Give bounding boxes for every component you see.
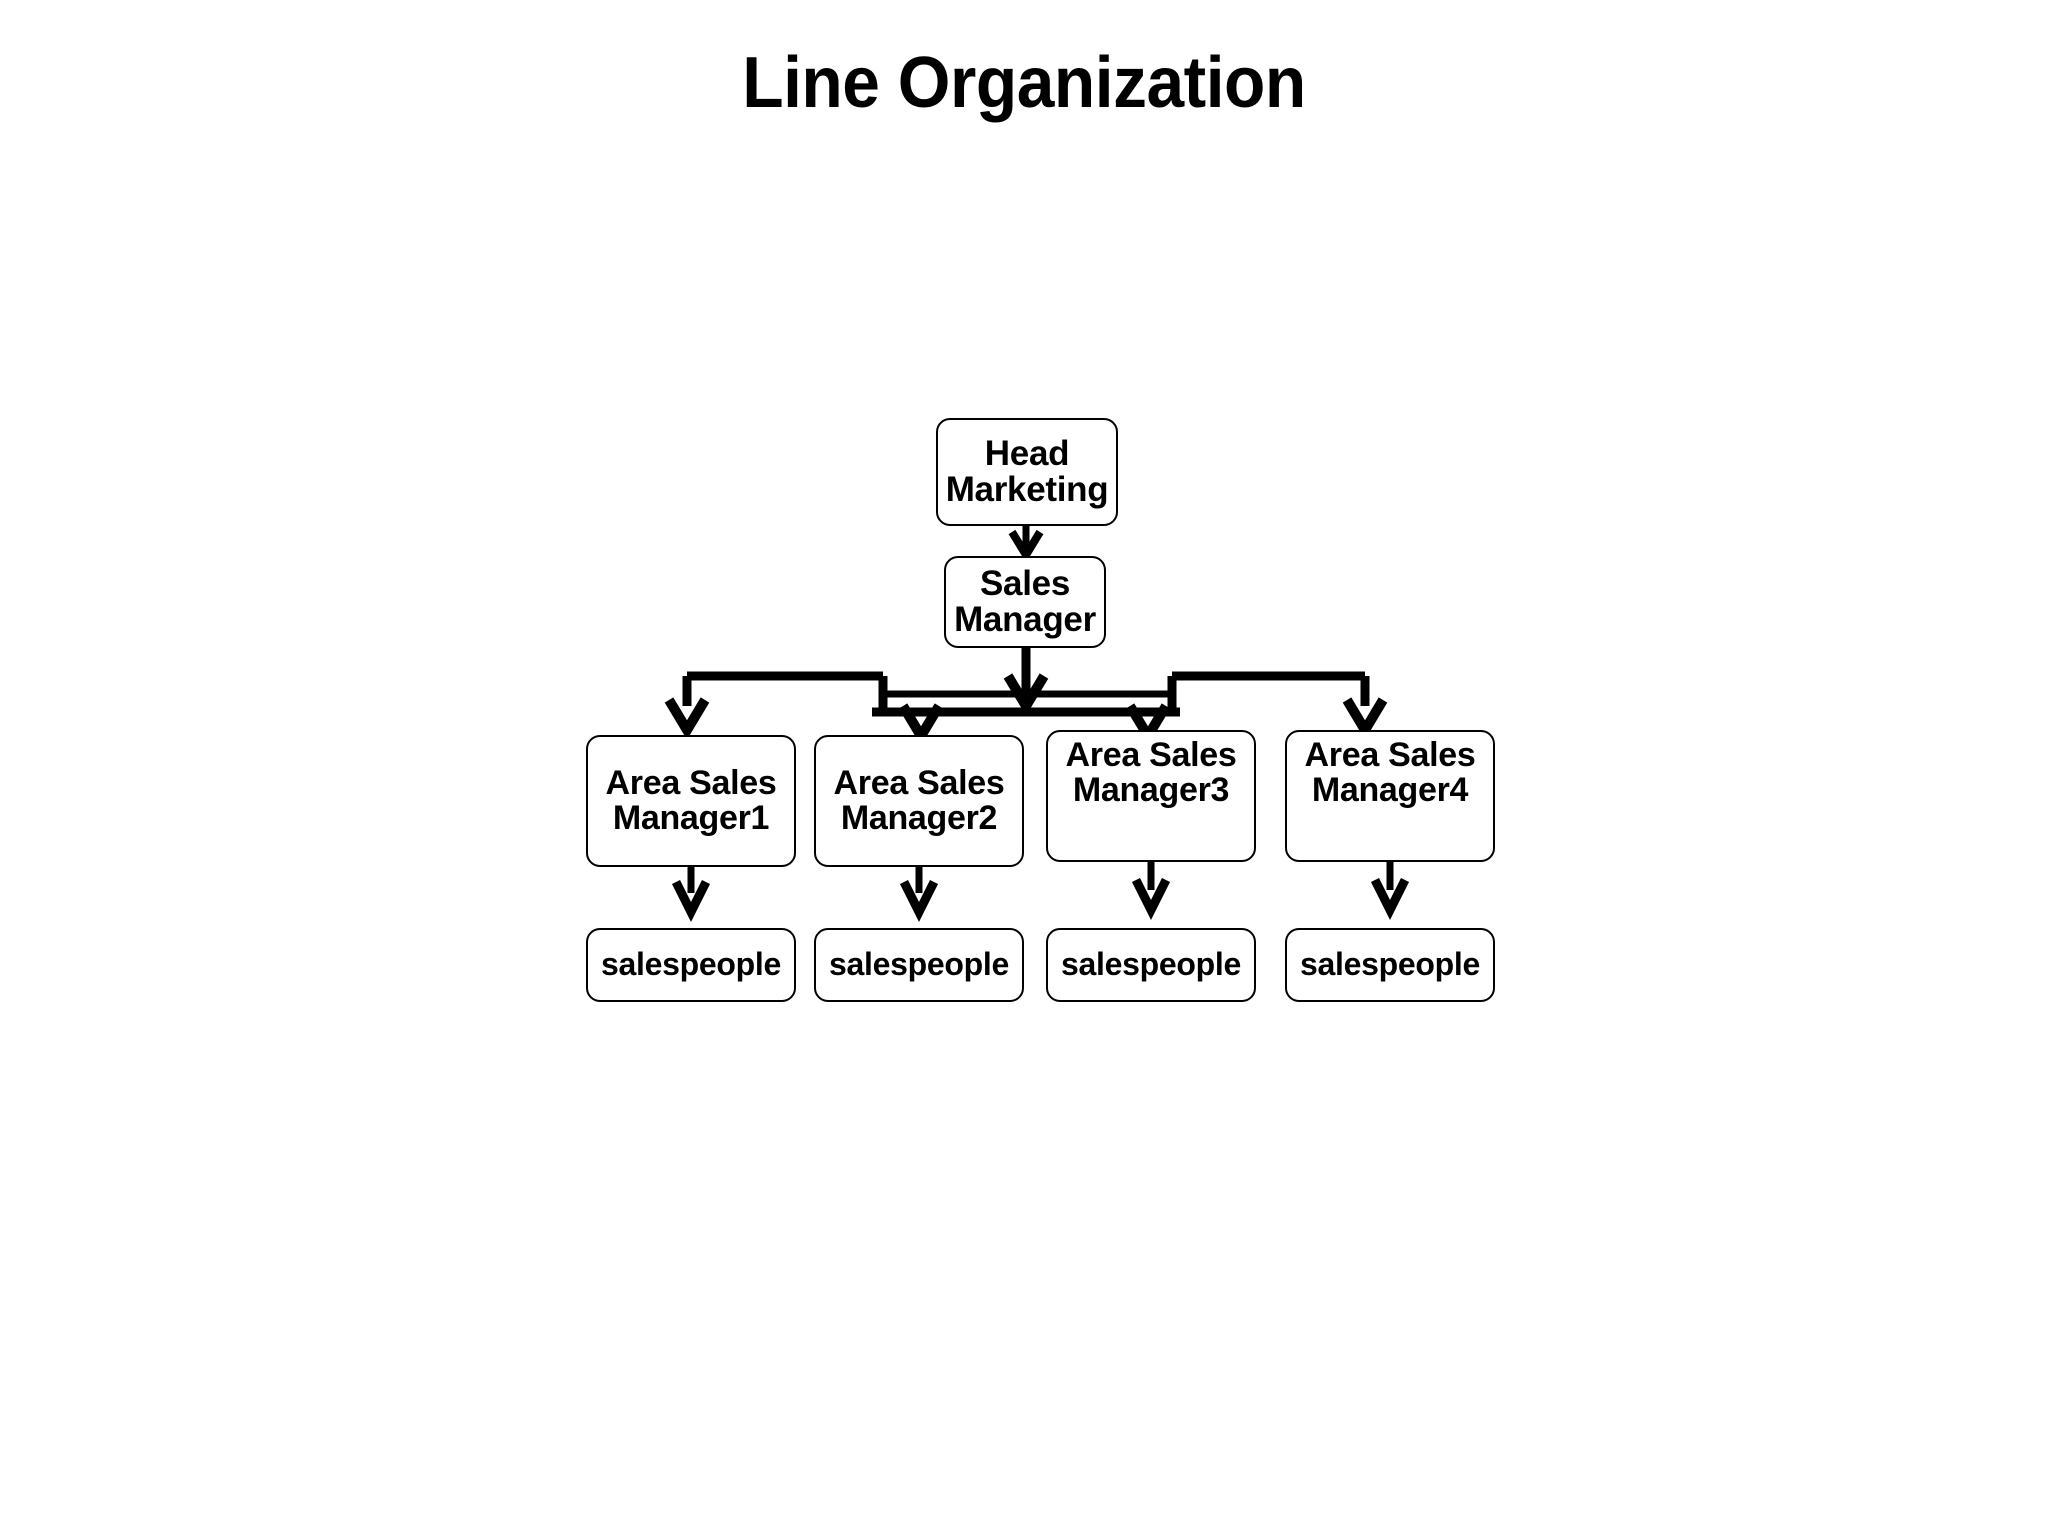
- node-area-sales-manager-2-line1: Area Sales: [833, 763, 1005, 802]
- edge-sales-stem: [1003, 648, 1049, 716]
- page-title: Line Organization: [742, 43, 1306, 123]
- edge-outer-bracket-right: [1167, 671, 1388, 740]
- node-salespeople-3-label: salespeople: [1061, 946, 1241, 983]
- node-salespeople-2-label: salespeople: [829, 946, 1009, 983]
- edge-asm4-to-sp4: [1370, 862, 1410, 921]
- node-area-sales-manager-4[interactable]: Area Sales Manager4: [1285, 730, 1495, 862]
- node-salespeople-4[interactable]: salespeople: [1285, 928, 1495, 1002]
- node-area-sales-manager-4-line2: Manager4: [1311, 771, 1469, 810]
- node-area-sales-manager-1-line2: Manager1: [612, 799, 770, 837]
- node-area-sales-manager-2-line2: Manager2: [840, 799, 998, 837]
- edge-asm1-to-sp1: [671, 867, 711, 923]
- node-area-sales-manager-3-line1: Area Sales: [1065, 736, 1237, 774]
- node-head-marketing-line1: Head: [984, 433, 1070, 473]
- node-salespeople-4-label: salespeople: [1300, 946, 1480, 983]
- node-area-sales-manager-1[interactable]: Area Sales Manager1: [586, 735, 796, 867]
- node-salespeople-3[interactable]: salespeople: [1046, 928, 1256, 1002]
- node-area-sales-manager-4-line1: Area Sales: [1304, 736, 1476, 774]
- edge-outer-bracket-left: [664, 671, 888, 740]
- edge-asm3-to-sp3: [1131, 862, 1171, 921]
- node-area-sales-manager-3[interactable]: Area Sales Manager3: [1046, 730, 1256, 862]
- node-sales-manager[interactable]: Sales Manager: [944, 556, 1106, 648]
- node-salespeople-2[interactable]: salespeople: [814, 928, 1024, 1002]
- node-salespeople-1[interactable]: salespeople: [586, 928, 796, 1002]
- node-sales-manager-line1: Sales: [980, 563, 1070, 603]
- node-head-marketing[interactable]: Head Marketing: [936, 418, 1118, 526]
- edge-head-to-sales: [1008, 526, 1044, 563]
- node-area-sales-manager-2[interactable]: Area Sales Manager2: [814, 735, 1024, 867]
- node-head-marketing-line2: Marketing: [945, 470, 1109, 509]
- node-area-sales-manager-3-line2: Manager3: [1072, 771, 1230, 810]
- edge-asm2-to-sp2: [899, 867, 939, 923]
- node-sales-manager-line2: Manager: [954, 600, 1096, 639]
- node-salespeople-1-label: salespeople: [601, 946, 781, 983]
- node-area-sales-manager-1-line1: Area Sales: [605, 763, 777, 802]
